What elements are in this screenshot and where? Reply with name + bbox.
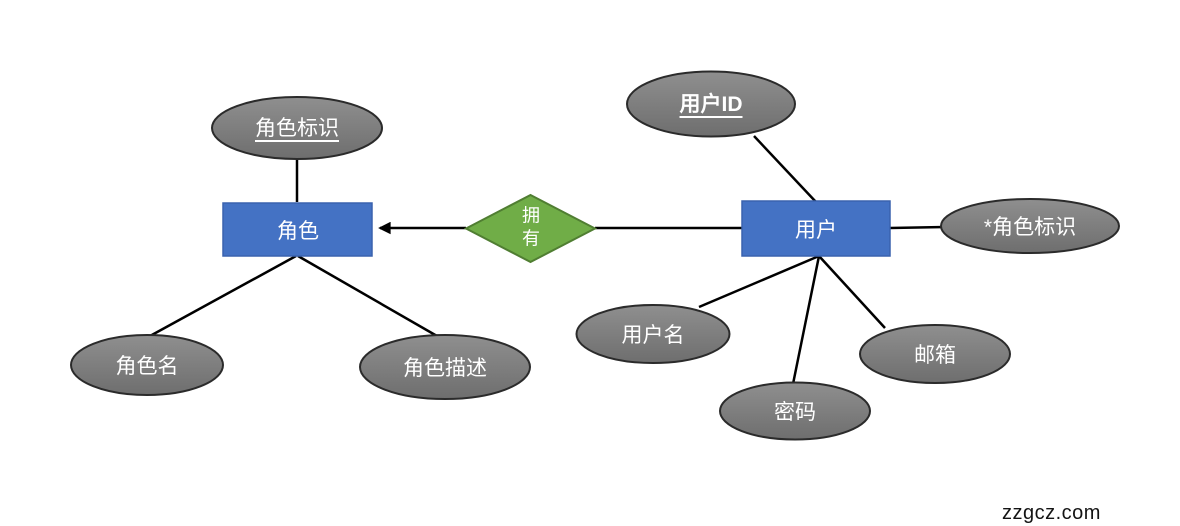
attribute-label-fk-role-id: *角色标识 [983,216,1077,239]
connector-lines [149,135,946,385]
relationship-label-has: 拥有 [522,205,540,249]
connector-user-fkroleid [889,225,946,230]
attribute-shapes [70,70,1120,441]
connector-role-rolename [149,254,297,338]
attribute-ellipse-password [719,381,871,441]
attribute-label-role-name: 角色名 [115,355,179,378]
attribute-ellipse-fk-role-id [940,198,1120,254]
attribute-ellipse-role-desc [359,334,531,400]
connector-user-password [791,255,821,385]
attribute-label-password: 密码 [774,401,816,424]
attribute-ellipse-role-name [70,334,224,396]
entity-rect-role [222,202,373,257]
connector-user-username [698,254,820,309]
connector-role-roledesc [297,254,438,338]
entity-rect-user [741,200,891,257]
entity-label-user: 用户 [795,219,837,242]
attribute-label-role-id: 角色标识 [255,117,339,140]
attribute-ellipse-email [859,324,1011,384]
attribute-label-role-desc: 角色描述 [403,357,487,380]
connector-user-email [818,255,886,329]
attribute-ellipse-user-id [626,70,796,138]
entity-label-role: 角色 [277,220,319,243]
watermark-text: zzgcz.com [1002,502,1101,524]
attribute-ellipse-username [575,304,731,364]
attribute-label-user-id: 用户ID [679,93,743,116]
attribute-label-username: 用户名 [621,324,685,347]
attribute-ellipse-role-id [211,96,383,160]
attribute-label-email: 邮箱 [914,344,956,367]
connector-userid-user [753,135,817,203]
relationship-diamond-has [463,193,598,264]
